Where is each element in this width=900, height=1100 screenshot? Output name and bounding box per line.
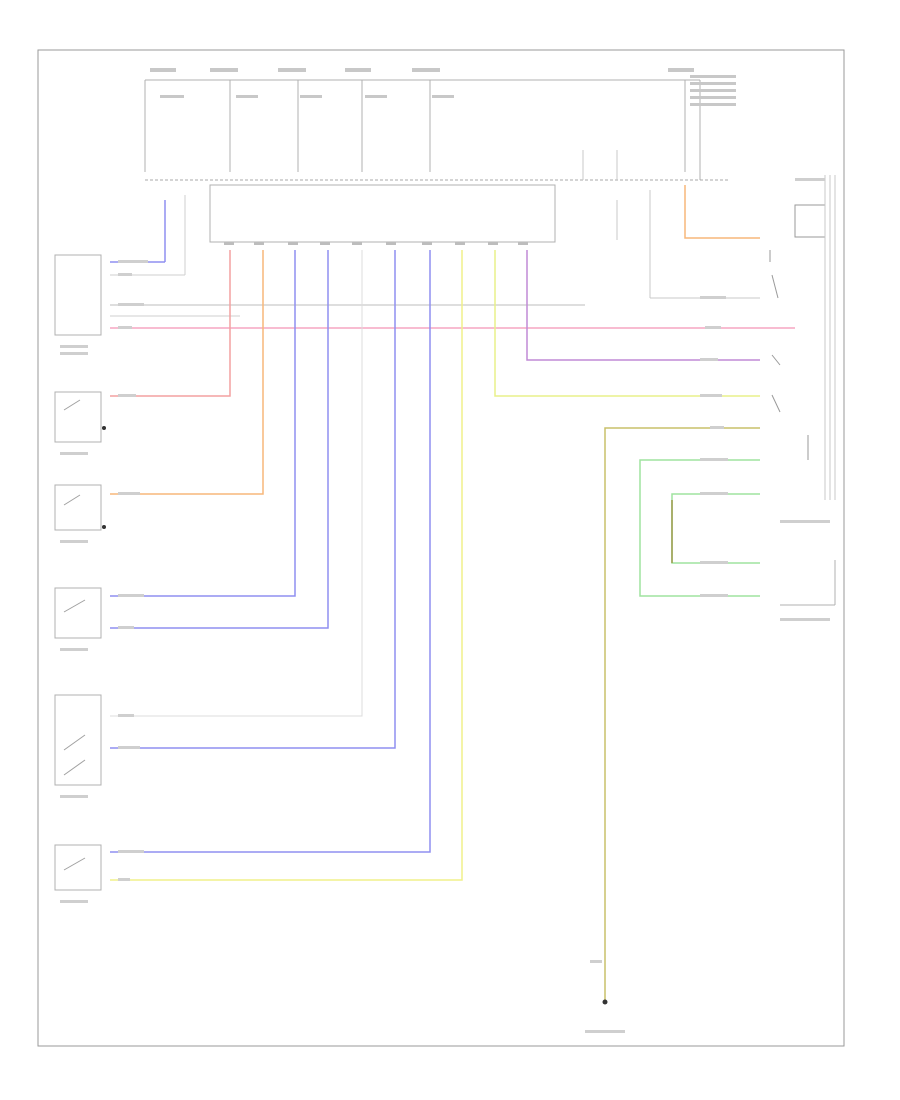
diagram-frame (37, 49, 845, 1047)
wire-green-1 (639, 459, 760, 597)
wire-yellow-2 (494, 250, 760, 397)
wire-orange-top (684, 185, 760, 239)
right-switch-symbols (769, 250, 809, 460)
parking-brake-switch (54, 844, 102, 891)
right-door-switch (54, 391, 102, 443)
wire-orange (110, 250, 264, 495)
wire-blue-1 (110, 250, 296, 597)
junction-pins (224, 242, 528, 245)
wire-blue-3 (110, 250, 396, 749)
junction-block (209, 184, 556, 243)
wire-red (110, 250, 231, 397)
engine-control-module (780, 560, 836, 606)
wire-gray-2 (110, 250, 363, 717)
left-front-seatbelt-switch (54, 587, 102, 639)
meter-lines (824, 175, 836, 500)
wire-blue-4 (110, 250, 431, 853)
left-door-switch (54, 484, 102, 531)
wire-green-2 (671, 493, 760, 564)
wire-purple (526, 250, 760, 361)
driver-seatbelt-switch (54, 254, 102, 336)
combination-meter (794, 204, 826, 238)
fuse-labels (150, 68, 736, 106)
ground-point (602, 999, 608, 1005)
small-labels (60, 178, 830, 1033)
right-gray-lines (582, 150, 760, 299)
right-front-seatbelt-switch (54, 694, 102, 786)
wire-yellow-1 (110, 250, 463, 881)
wire-olive (604, 427, 760, 1000)
wire-blue-2 (110, 250, 329, 629)
